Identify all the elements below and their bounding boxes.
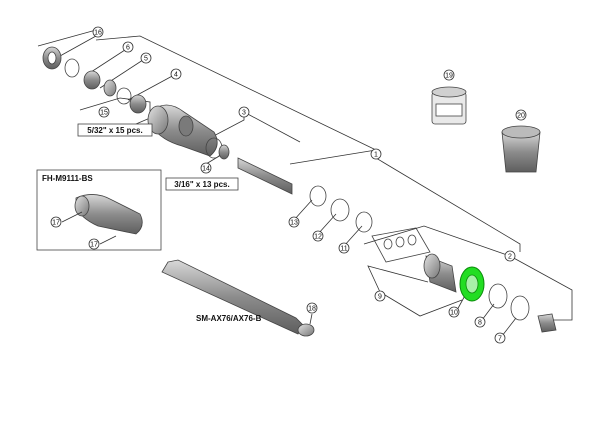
callout-16-text: 16 — [94, 30, 102, 37]
callout-17a: 17 — [50, 216, 62, 228]
part-highlighted-10 — [459, 266, 485, 302]
callout-10-text: 10 — [450, 310, 458, 317]
callout-3: 3 — [238, 106, 250, 118]
callout-4: 4 — [170, 68, 182, 80]
part-end-cap — [537, 313, 557, 333]
bearing-large-label: 5/32" x 15 pcs. — [77, 123, 153, 137]
callout-6-text: 6 — [126, 45, 130, 52]
callout-8-text: 8 — [478, 320, 482, 327]
bearing-small-text: 3/16" x 13 pcs. — [174, 180, 229, 189]
part-ring-7 — [510, 295, 530, 321]
hub-model-label: FH-M9111-BS — [42, 174, 93, 183]
part-seal-5 — [103, 79, 117, 97]
callout-2: 2 — [504, 250, 516, 262]
part-small-bearing-3 — [205, 137, 230, 160]
callout-11-text: 11 — [340, 246, 347, 253]
part-hub-body — [147, 104, 218, 157]
callout-10: 10 — [448, 306, 460, 318]
callout-15: 15 — [98, 106, 110, 118]
callout-1: 1 — [370, 148, 382, 160]
callout-13: 13 — [288, 216, 300, 228]
callout-16: 16 — [92, 26, 104, 38]
callout-15-text: 15 — [100, 110, 108, 117]
callout-1-text: 1 — [374, 152, 378, 159]
callout-12: 12 — [312, 230, 324, 242]
callouts: 16 6 5 4 15 3 14 1 13 12 11 2 9 10 8 7 1… — [50, 26, 527, 344]
inset-hub-box — [36, 169, 162, 251]
callout-9: 9 — [374, 290, 386, 302]
callout-5: 5 — [140, 52, 152, 64]
callout-7-text: 7 — [498, 336, 502, 343]
callout-3-text: 3 — [242, 110, 246, 117]
part-ring-12 — [330, 198, 350, 222]
part-grease-19 — [431, 86, 467, 125]
callout-4-text: 4 — [174, 72, 178, 79]
callout-12-text: 12 — [314, 234, 322, 241]
bearing-large-text: 5/32" x 15 pcs. — [87, 126, 142, 135]
part-freehub-9 — [423, 253, 457, 293]
callout-18: 18 — [306, 302, 318, 314]
callout-13-text: 13 — [290, 220, 298, 227]
part-lock-ring-16 — [42, 46, 80, 78]
axle-model-label: SM-AX76/AX76-B — [196, 314, 262, 323]
part-thru-axle — [161, 259, 315, 337]
part-tool-20 — [501, 125, 541, 173]
callout-14: 14 — [200, 162, 212, 174]
callout-20-text: 20 — [517, 113, 525, 120]
callout-19: 19 — [443, 69, 455, 81]
callout-14-text: 14 — [202, 166, 210, 173]
part-bearing-4 — [116, 87, 147, 114]
part-cone-6 — [83, 70, 101, 90]
callout-17a-text: 17 — [52, 220, 60, 227]
callout-19-text: 19 — [445, 73, 453, 80]
part-ring-8 — [488, 283, 508, 309]
callout-7: 7 — [494, 332, 506, 344]
part-ring-13 — [309, 185, 327, 207]
callout-18-text: 18 — [308, 306, 316, 313]
callout-2-text: 2 — [508, 254, 512, 261]
callout-17b-text: 17 — [90, 242, 98, 249]
callout-5-text: 5 — [144, 56, 148, 63]
bearing-small-label: 3/16" x 13 pcs. — [165, 177, 239, 191]
part-pawls-box — [371, 227, 431, 263]
callout-6: 6 — [122, 41, 134, 53]
part-ring-11 — [355, 211, 373, 233]
callout-17b: 17 — [88, 238, 100, 250]
part-axle-1 — [237, 157, 293, 195]
callout-9-text: 9 — [378, 294, 382, 301]
callout-11: 11 — [338, 242, 350, 254]
callout-8: 8 — [474, 316, 486, 328]
callout-20: 20 — [515, 109, 527, 121]
